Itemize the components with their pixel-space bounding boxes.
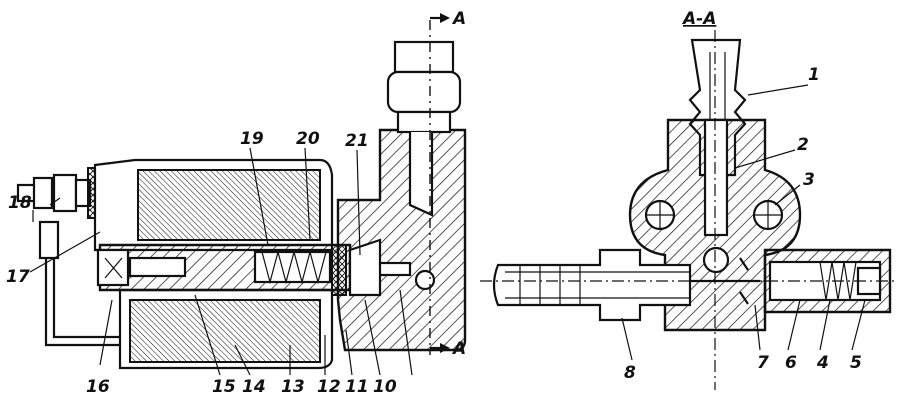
- coil-lower: [129, 299, 321, 363]
- callout-17: 17: [6, 267, 30, 287]
- callout-12: 12: [317, 377, 341, 397]
- section-letter-top: A: [451, 9, 466, 29]
- terminal-nut-2: [52, 173, 78, 213]
- callout-5: 5: [850, 353, 862, 373]
- left-view: A A 18 17 16 15 14 13 12 11 10 19 20 21: [6, 9, 467, 397]
- callout-6: 6: [785, 353, 797, 373]
- callout-21: 21: [345, 131, 369, 151]
- section-letter-bottom: A: [451, 339, 466, 359]
- callout-15: 15: [212, 377, 236, 397]
- callout-13: 13: [281, 377, 305, 397]
- fitting-nut: [386, 70, 462, 114]
- screw-hole: [128, 256, 187, 278]
- lead-wire: [44, 225, 130, 347]
- callout-3: 3: [803, 170, 815, 190]
- callout-14: 14: [242, 377, 266, 397]
- coil-upper: [137, 169, 321, 241]
- spring-4: [819, 261, 857, 301]
- outlet-port: [414, 269, 436, 291]
- callout-4: 4: [816, 353, 829, 373]
- callout-18: 18: [8, 193, 32, 213]
- vertical-bore: [703, 118, 729, 237]
- callout-7: 7: [757, 353, 769, 373]
- callout-1: 1: [808, 65, 820, 85]
- callout-11: 11: [345, 377, 369, 397]
- terminal-nut: [32, 176, 54, 210]
- right-view: A-A 1 2 3 8: [480, 9, 895, 390]
- inlet-8: [492, 248, 692, 322]
- callout-2: 2: [797, 135, 809, 155]
- callout-20: 20: [296, 129, 320, 149]
- spring-19: [261, 249, 327, 285]
- callout-19: 19: [240, 129, 264, 149]
- callout-10: 10: [373, 377, 397, 397]
- callout-16: 16: [86, 377, 110, 397]
- fitting-top: [393, 40, 455, 74]
- callout-8: 8: [624, 363, 636, 383]
- section-title: A-A: [681, 9, 716, 29]
